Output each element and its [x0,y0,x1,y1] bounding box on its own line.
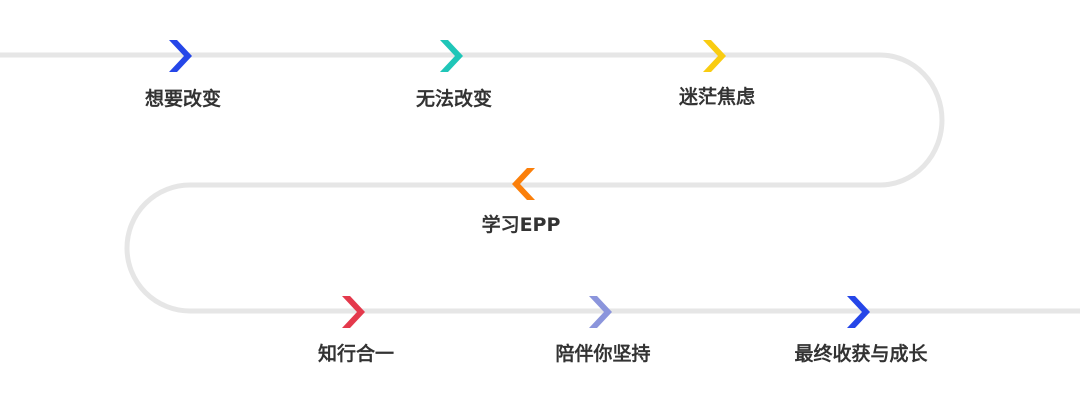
chevron-right-icon [169,40,192,72]
step-label-4: 学习EPP [481,214,561,236]
step-arrows [169,40,870,328]
chevron-right-icon [440,40,463,72]
step-label-2: 无法改变 [415,88,493,110]
step-label-5: 知行合一 [317,343,395,365]
chevron-right-icon [342,296,365,328]
chevron-right-icon [703,40,726,72]
winding-track [0,52,1080,314]
chevron-left-icon [512,168,535,200]
chevron-right-icon [589,296,612,328]
step-label-6: 陪伴你坚持 [555,343,651,365]
step-label-1: 想要改变 [144,88,222,110]
step-label-3: 迷茫焦虑 [678,86,756,108]
chevron-right-icon [847,296,870,328]
step-label-7: 最终收获与成长 [794,343,928,365]
